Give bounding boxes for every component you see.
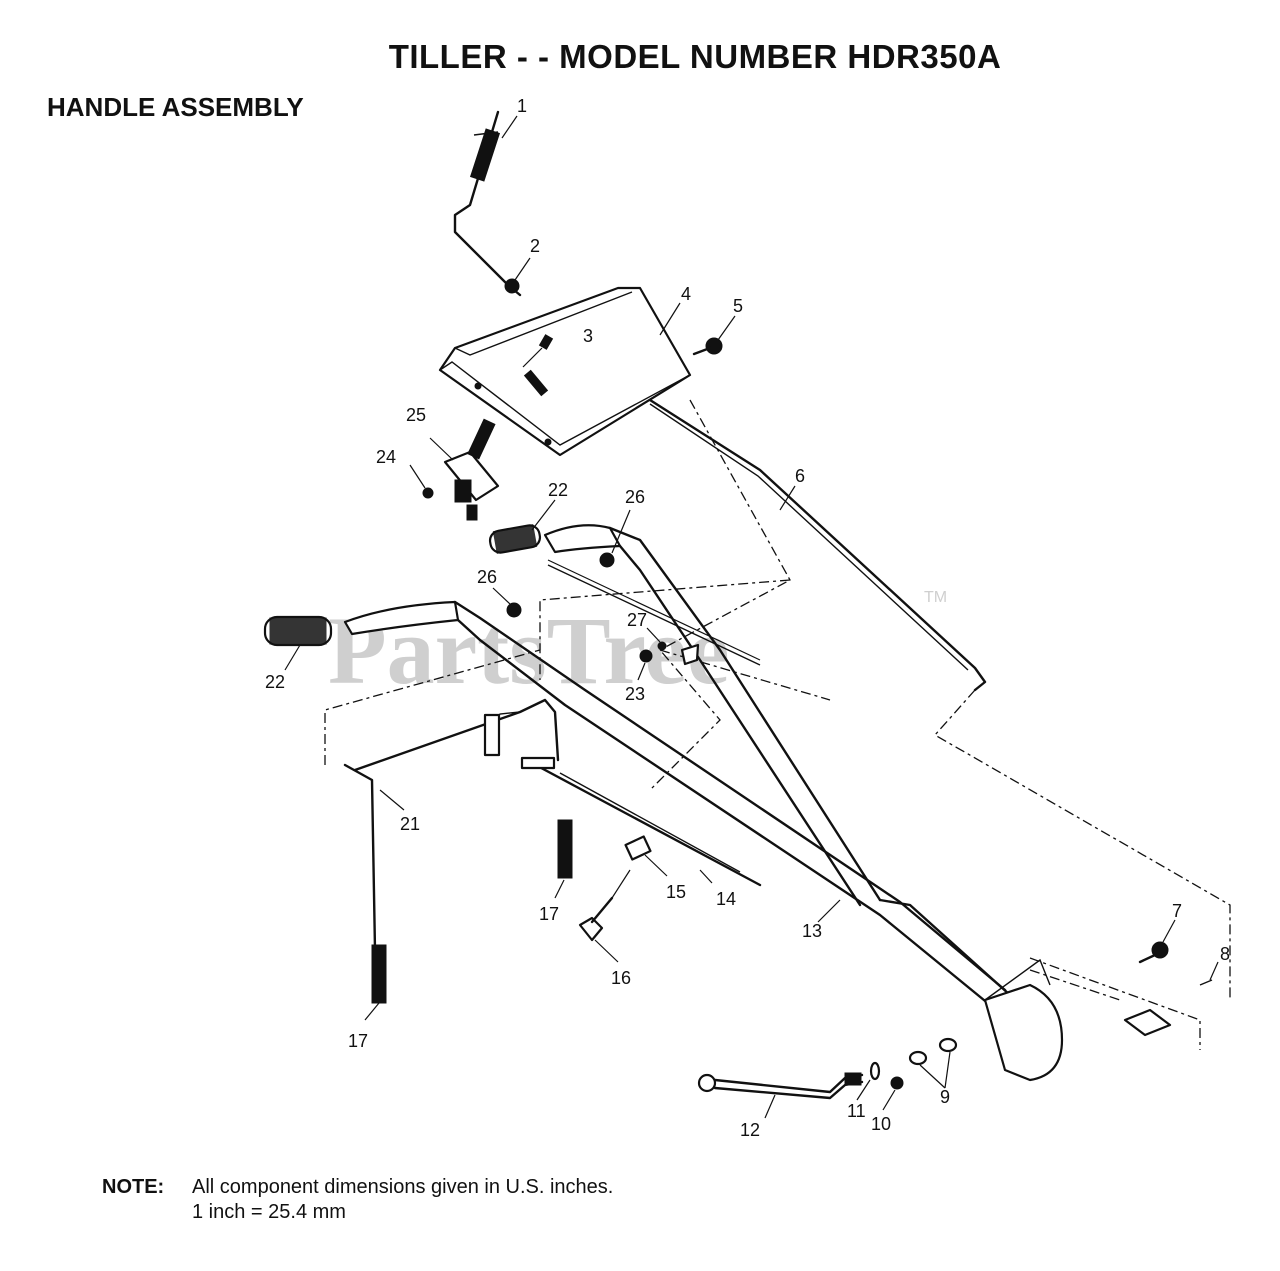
part-16-bolt bbox=[578, 869, 631, 942]
callout-15: 15 bbox=[666, 882, 686, 902]
part-10-nut bbox=[890, 1076, 904, 1090]
part-15-clamp bbox=[624, 835, 652, 861]
callout-4: 4 bbox=[681, 284, 691, 304]
callout-8: 8 bbox=[1220, 944, 1230, 964]
callout-7: 7 bbox=[1172, 901, 1182, 921]
part-26-nut-lower bbox=[506, 602, 522, 618]
part-5-bolt bbox=[692, 337, 723, 356]
callout-17-lower: 17 bbox=[348, 1031, 368, 1051]
callout-1: 1 bbox=[517, 96, 527, 116]
callout-12: 12 bbox=[740, 1120, 760, 1140]
part-14-cable bbox=[520, 756, 762, 887]
part-7-bolt bbox=[1138, 941, 1169, 964]
callout-27: 27 bbox=[627, 610, 647, 630]
part-17-spring-lower bbox=[371, 944, 387, 1004]
callout-5: 5 bbox=[733, 296, 743, 316]
part-27-washer bbox=[657, 641, 667, 651]
callout-26-upper: 26 bbox=[625, 487, 645, 507]
callout-2: 2 bbox=[530, 236, 540, 256]
part-22-grip-lower bbox=[263, 600, 460, 647]
note-label: NOTE: bbox=[102, 1176, 165, 1198]
part-26-nut-upper bbox=[599, 552, 615, 568]
note-line-1: All component dimensions given in U.S. i… bbox=[192, 1176, 614, 1198]
section-title: HANDLE ASSEMBLY bbox=[47, 92, 304, 122]
part-25-bracket bbox=[443, 418, 500, 521]
callout-21: 21 bbox=[400, 814, 420, 834]
handle-bracket-housing bbox=[983, 957, 1201, 1082]
dimensions-note: NOTE: All component dimensions given in U… bbox=[102, 1176, 613, 1224]
callout-25: 25 bbox=[406, 405, 426, 425]
part-9-washer-b bbox=[938, 1037, 958, 1053]
part-1-shift-lever bbox=[453, 110, 522, 297]
callout-24: 24 bbox=[376, 447, 396, 467]
page-title: TILLER - - MODEL NUMBER HDR350A bbox=[388, 38, 1002, 75]
callout-11: 11 bbox=[847, 1101, 866, 1121]
part-4-bracket-plate bbox=[438, 286, 692, 457]
callout-23: 23 bbox=[625, 684, 645, 704]
callout-3: 3 bbox=[583, 326, 593, 346]
part-13-handle-tube bbox=[453, 526, 1012, 1007]
part-21-control-rod bbox=[343, 698, 560, 952]
callout-17-upper: 17 bbox=[539, 904, 559, 924]
part-17-spring-upper bbox=[557, 819, 573, 879]
callout-9: 9 bbox=[940, 1087, 950, 1107]
callout-26-lower: 26 bbox=[477, 567, 497, 587]
part-24-nut bbox=[422, 487, 434, 499]
part-22-grip-upper bbox=[488, 524, 622, 554]
part-2-nut bbox=[504, 278, 520, 294]
callout-14: 14 bbox=[716, 889, 736, 909]
note-line-2: 1 inch = 25.4 mm bbox=[192, 1201, 346, 1223]
callout-16: 16 bbox=[611, 968, 631, 988]
callout-22-upper: 22 bbox=[548, 480, 568, 500]
part-clip bbox=[680, 643, 700, 666]
part-23-nut bbox=[639, 649, 653, 663]
part-6-control-rod bbox=[324, 398, 1231, 1000]
callout-13: 13 bbox=[802, 921, 822, 941]
watermark-tm: TM bbox=[924, 589, 947, 606]
part-9-washer-a bbox=[908, 1050, 928, 1066]
callout-22-lower: 22 bbox=[265, 672, 285, 692]
part-12-lever bbox=[697, 1072, 864, 1100]
callout-leaders bbox=[284, 115, 1219, 1119]
part-11-washer bbox=[869, 1061, 881, 1081]
part-8-pin bbox=[1123, 979, 1213, 1037]
callout-labels: 1 2 3 4 5 6 7 8 9 10 11 12 13 14 15 16 1… bbox=[265, 96, 1230, 1140]
callout-10: 10 bbox=[871, 1114, 891, 1134]
part-3-screw bbox=[522, 334, 554, 368]
callout-6: 6 bbox=[795, 466, 805, 486]
